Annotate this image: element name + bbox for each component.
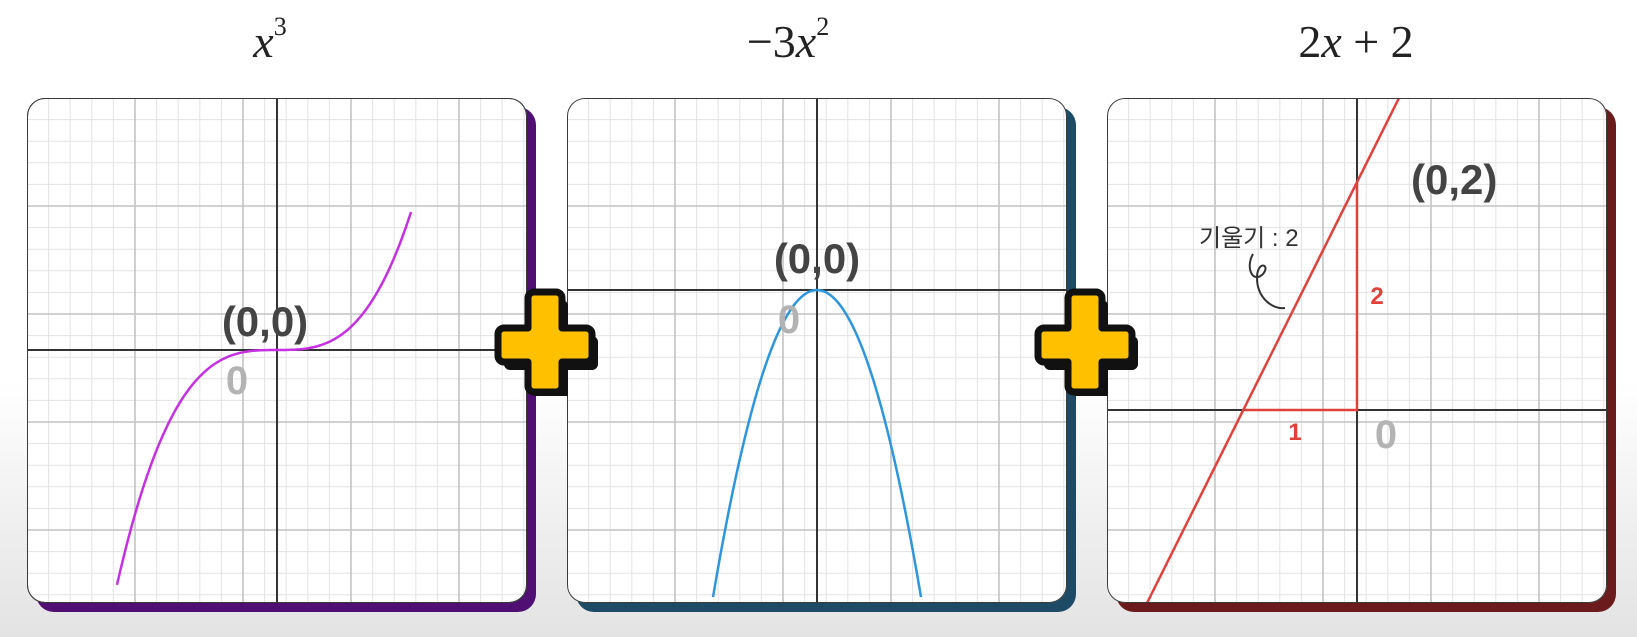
graph-canvas: (0,0) 0 [27, 98, 527, 603]
point-label: (0,0) [222, 298, 308, 345]
formula-neg-3x-squared: −3x2 [638, 12, 938, 72]
formula-2x-plus-2: 2x + 2 [1206, 12, 1506, 72]
formula-coefficient: −3 [746, 16, 796, 67]
graph-panel-x-cubed: (0,0) 0 [27, 98, 536, 612]
graph-panel-2x-plus-2: (0,2) 0 2 1 기울기 : 2 [1107, 98, 1616, 612]
formula-exponent: 3 [273, 12, 287, 41]
formula-variable: x [1321, 16, 1342, 67]
plus-icon [494, 288, 598, 396]
formula-variable: x [253, 16, 274, 67]
slope-triangle [1245, 182, 1359, 412]
graph-canvas: (0,2) 0 2 1 기울기 : 2 [1107, 98, 1607, 603]
point-label: (0,2) [1411, 156, 1497, 203]
formula-coefficient: 2 [1298, 16, 1322, 67]
formula-exponent: 2 [816, 12, 830, 41]
graph-canvas: (0,0) 0 [567, 98, 1067, 603]
point-label: (0,0) [774, 235, 860, 282]
function-curve [115, 211, 413, 586]
rise-label: 2 [1370, 283, 1383, 310]
origin-label: 0 [226, 359, 248, 403]
graph-panel-neg-3x-squared: (0,0) 0 [567, 98, 1076, 612]
slope-annotation: 기울기 : 2 [1199, 225, 1299, 252]
slope-annotation-arrow [1248, 253, 1286, 310]
origin-label: 0 [778, 298, 800, 342]
function-curve [711, 288, 923, 598]
formula-variable: x [795, 16, 817, 67]
formula-constant: + 2 [1341, 16, 1414, 67]
origin-label: 0 [1375, 413, 1397, 457]
formula-x-cubed: x3 [120, 12, 420, 72]
plus-icon [1034, 288, 1138, 396]
run-label: 1 [1288, 419, 1301, 446]
